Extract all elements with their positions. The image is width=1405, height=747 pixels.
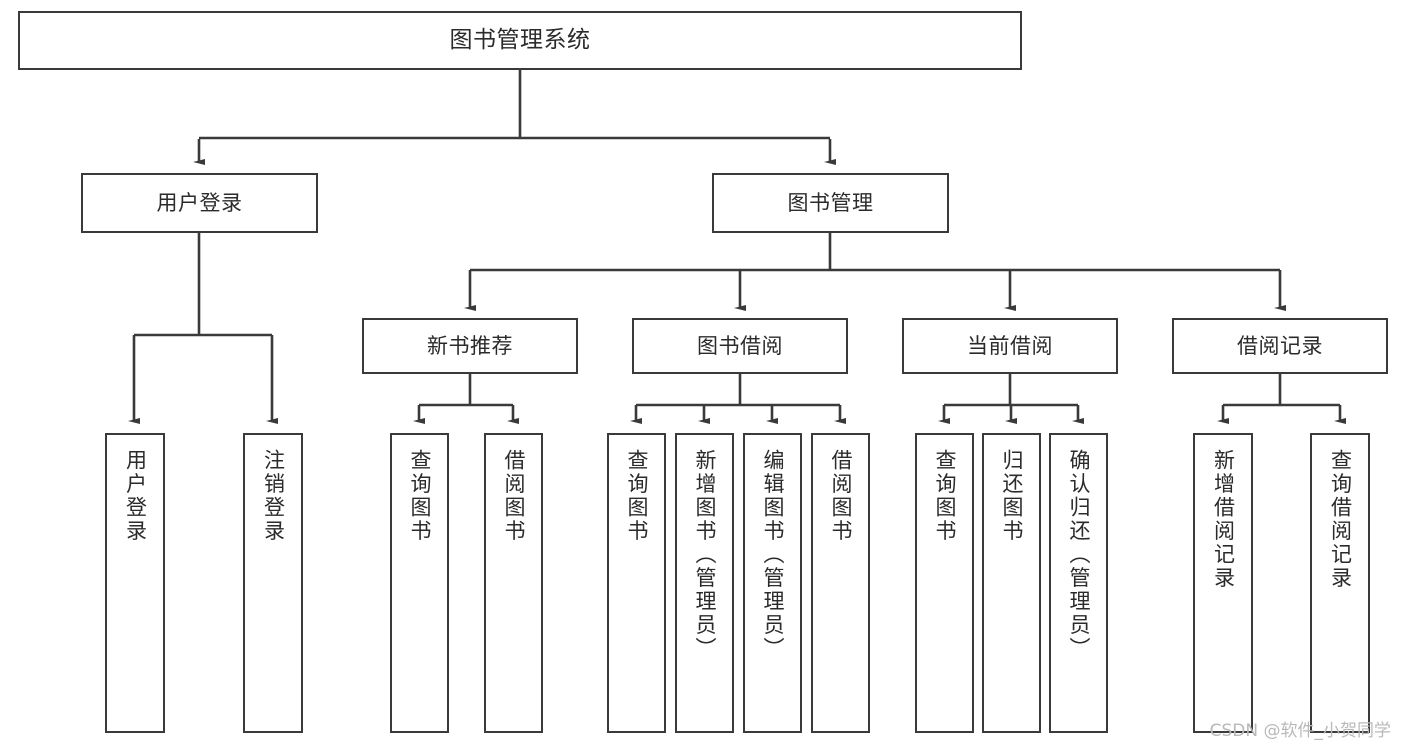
leaf-borrow-book-borrow[interactable]: 借阅图书 (811, 433, 870, 733)
leaf-user-login-label: 用户登录 (123, 449, 148, 543)
leaf-query-book-current[interactable]: 查询图书 (915, 433, 974, 733)
leaf-borrow-book-new-book[interactable]: 借阅图书 (484, 433, 543, 733)
leaf-borrow-book-borrow-label: 借阅图书 (829, 449, 853, 543)
leaf-confirm-return-admin[interactable]: 确认归还（管理员） (1049, 433, 1108, 733)
node-book-borrowing[interactable]: 图书借阅 (632, 318, 848, 374)
node-book-management-label: 图书管理 (787, 190, 874, 215)
leaf-query-book-new-book-label: 查询图书 (408, 449, 432, 543)
node-new-book-recommendation-label: 新书推荐 (427, 333, 513, 358)
node-current-borrowing[interactable]: 当前借阅 (902, 318, 1118, 374)
node-borrowing-record-label: 借阅记录 (1237, 333, 1323, 358)
leaf-return-book[interactable]: 归还图书 (982, 433, 1041, 733)
leaf-query-borrow-record-label: 查询借阅记录 (1328, 449, 1353, 590)
node-book-borrowing-label: 图书借阅 (697, 333, 783, 358)
leaf-query-book-borrow[interactable]: 查询图书 (607, 433, 666, 733)
leaf-add-borrow-record-label: 新增借阅记录 (1211, 449, 1236, 590)
leaf-query-borrow-record[interactable]: 查询借阅记录 (1310, 433, 1370, 733)
node-current-borrowing-label: 当前借阅 (967, 333, 1053, 358)
leaf-add-book-admin-label: 新增图书（管理员） (693, 449, 717, 661)
node-borrowing-record[interactable]: 借阅记录 (1172, 318, 1388, 374)
node-new-book-recommendation[interactable]: 新书推荐 (362, 318, 578, 374)
leaf-return-book-label: 归还图书 (1000, 449, 1024, 543)
leaf-add-book-admin[interactable]: 新增图书（管理员） (675, 433, 734, 733)
leaf-edit-book-admin[interactable]: 编辑图书（管理员） (743, 433, 802, 733)
leaf-logout-label: 注销登录 (261, 449, 286, 543)
leaf-query-book-borrow-label: 查询图书 (625, 449, 649, 543)
leaf-edit-book-admin-label: 编辑图书（管理员） (761, 449, 785, 661)
node-user-login[interactable]: 用户登录 (81, 173, 318, 233)
node-book-management[interactable]: 图书管理 (712, 173, 949, 233)
leaf-confirm-return-admin-label: 确认归还（管理员） (1067, 449, 1091, 661)
leaf-query-book-new-book[interactable]: 查询图书 (390, 433, 449, 733)
leaf-user-login[interactable]: 用户登录 (105, 433, 165, 733)
node-root-book-management-system[interactable]: 图书管理系统 (18, 11, 1022, 70)
leaf-add-borrow-record[interactable]: 新增借阅记录 (1193, 433, 1253, 733)
node-root-label: 图书管理系统 (449, 27, 591, 54)
leaf-query-book-current-label: 查询图书 (933, 449, 957, 543)
leaf-borrow-book-new-book-label: 借阅图书 (502, 449, 526, 543)
leaf-logout[interactable]: 注销登录 (243, 433, 303, 733)
node-user-login-label: 用户登录 (156, 190, 243, 215)
